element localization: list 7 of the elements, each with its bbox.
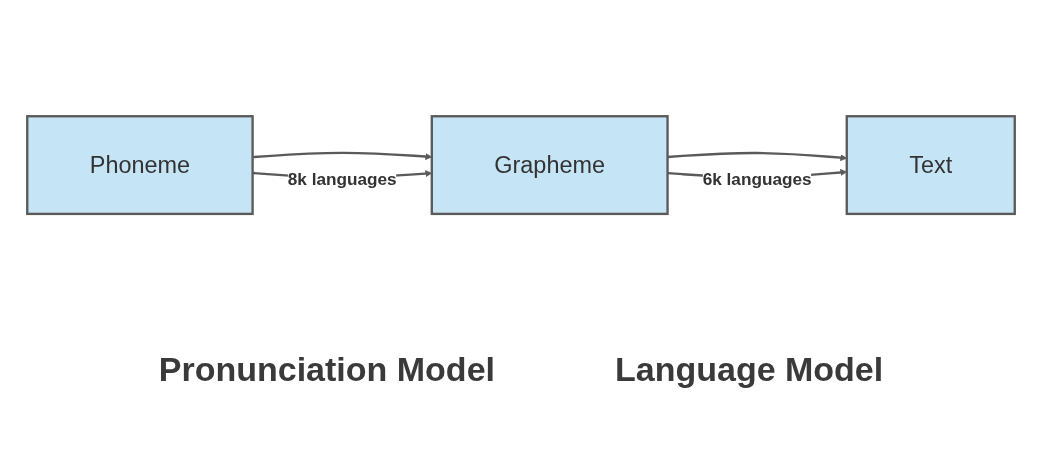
node-box: Text — [845, 115, 1016, 215]
section-label: Pronunciation Model — [158, 350, 495, 389]
section-label: Language Model — [615, 350, 884, 389]
edge-label: 8k languages — [287, 169, 397, 190]
edge-label: 6k languages — [702, 169, 812, 190]
node-box: Phoneme — [26, 115, 254, 215]
node-box: Grapheme — [430, 115, 669, 215]
